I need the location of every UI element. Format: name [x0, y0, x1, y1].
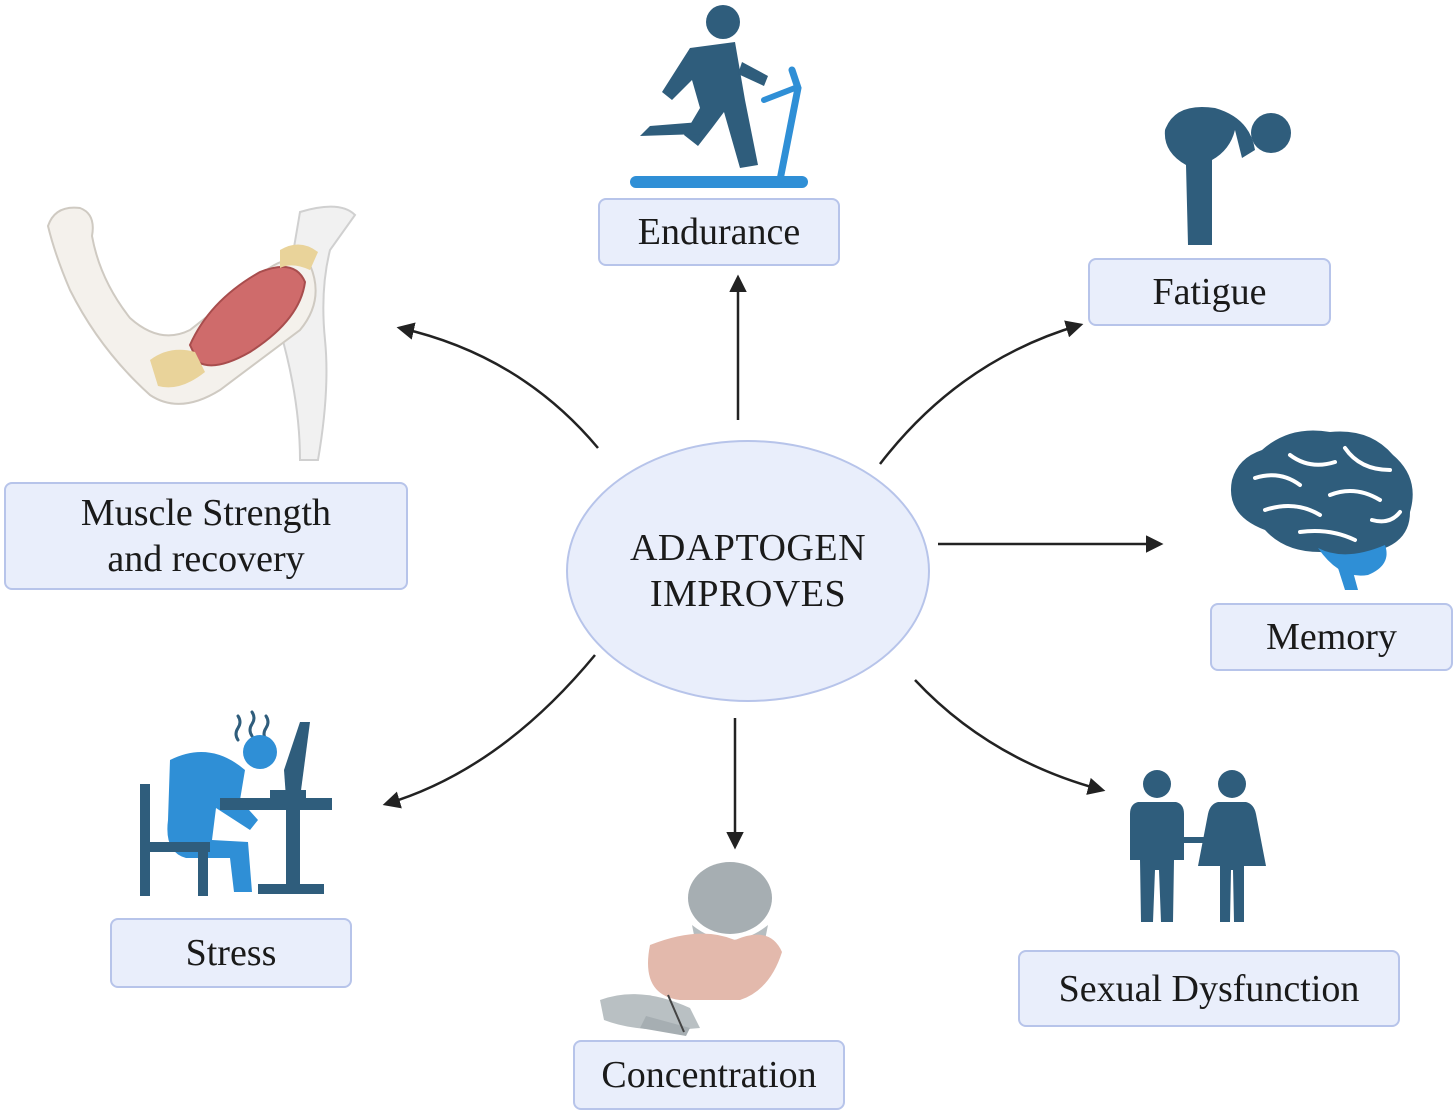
brain-icon [1230, 430, 1413, 590]
stressed-person-at-desk-icon [140, 710, 332, 896]
sexual-dysfunction-box: Sexual Dysfunction [1018, 950, 1400, 1027]
flexed-arm-muscle-icon [46, 205, 357, 461]
endurance-label: Endurance [637, 211, 801, 253]
memory-box: Memory [1210, 603, 1453, 671]
arrow-to-sexual-dysfunction [914, 679, 1106, 795]
fatigue-box: Fatigue [1088, 258, 1331, 326]
stress-box: Stress [110, 918, 352, 988]
treadmill-runner-icon [630, 5, 808, 188]
tired-person-icon [1164, 106, 1291, 245]
concentration-box: Concentration [573, 1040, 845, 1110]
arrow-to-stress [382, 654, 596, 809]
center-node: ADAPTOGEN IMPROVES [566, 440, 930, 702]
concentration-label: Concentration [601, 1054, 817, 1096]
stress-label: Stress [185, 932, 277, 974]
endurance-box: Endurance [598, 198, 840, 266]
center-title-line2: IMPROVES [649, 573, 847, 615]
arrow-to-muscle [396, 322, 599, 449]
muscle-box: Muscle Strength and recovery [4, 482, 408, 590]
fatigue-label: Fatigue [1152, 271, 1267, 313]
memory-label: Memory [1266, 616, 1397, 658]
center-title-line1: ADAPTOGEN [629, 527, 867, 569]
studying-person-icon [600, 862, 782, 1036]
muscle-label-line1: Muscle Strength [80, 492, 332, 534]
couple-icon [1130, 770, 1266, 922]
muscle-label-line2: and recovery [107, 538, 305, 580]
arrow-to-fatigue [879, 320, 1084, 465]
sexual-dysfunction-label: Sexual Dysfunction [1058, 967, 1360, 1010]
